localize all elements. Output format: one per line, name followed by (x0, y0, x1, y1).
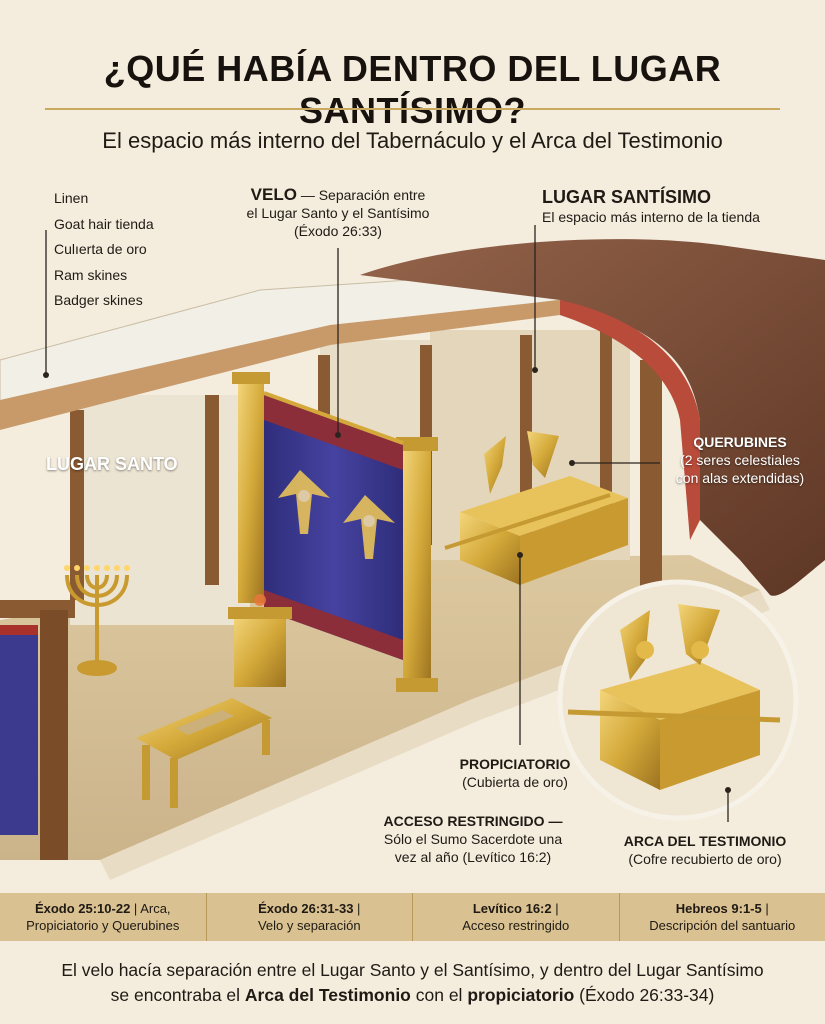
ark-desc: (Cofre recubierto de oro) (628, 851, 782, 867)
ark-inset (567, 604, 781, 790)
veil-label-desc3: (Éxodo 26:33) (294, 223, 382, 239)
roof-goat-hair (0, 300, 560, 430)
menorah-flames (64, 565, 130, 571)
veil-border-top (264, 395, 403, 470)
mercy-seat-name: PROPICIATORIO (459, 756, 571, 772)
reference-citation: Éxodo 25:10-22 (34, 901, 131, 916)
reference-item: Éxodo 25:10-22 | Arca, Propiciatorio y Q… (0, 893, 207, 941)
holy-place-label: LUGAR SANTO (46, 454, 178, 474)
covering-layers-list: Linen Goat hair tienda Culıerta de oro R… (54, 186, 154, 314)
page-title: ¿QUÉ HABÍA DENTRO DEL LUGAR SANTÍSIMO? (103, 48, 722, 131)
incense-altar (234, 615, 286, 687)
reference-item: Levítico 16:2 | Acceso restringido (413, 893, 620, 941)
veil-label-desc1: — Separación entre (296, 187, 426, 203)
leader-dots (43, 367, 731, 793)
layer-item-linen: Linen (54, 190, 89, 206)
restricted-access-name: ACCESO RESTRINGIDO — (383, 813, 563, 829)
holy-of-holies-label: LUGAR SANTÍSIMO El espacio más interno d… (542, 186, 812, 226)
layer-item-goat-hair: Goat hair tienda (54, 215, 154, 232)
cherubim-label: QUERUBINES (2 seres celestiales con alas… (660, 433, 820, 487)
reference-citation: Hebreos 9:1-5 (675, 901, 762, 916)
layer-item-gold-covering: Culıerta de oro (54, 241, 147, 257)
veil-label-name: VELO (250, 185, 297, 204)
page-subtitle: El espacio más interno del Tabernáculo y… (102, 128, 723, 153)
veil-label: VELO — Separación entre el Lugar Santo y… (228, 186, 448, 240)
references-bar: Éxodo 25:10-22 | Arca, Propiciatorio y Q… (0, 893, 825, 941)
reference-citation: Éxodo 26:31-33 (258, 901, 354, 916)
veil-border-bottom (264, 590, 403, 660)
restricted-access-label: ACCESO RESTRINGIDO — Sólo el Sumo Sacerd… (358, 812, 588, 866)
tabernacle-illustration (0, 225, 825, 880)
mercy-seat-label: PROPICIATORIO (Cubierta de oro) (410, 755, 620, 791)
veil-pillar-left (238, 378, 264, 603)
veil-label-desc2: el Lugar Santo y el Santísimo (246, 205, 430, 221)
leader-lines (45, 225, 729, 822)
cherubim-desc2: con alas extendidas) (675, 470, 805, 486)
ark-name: ARCA DEL TESTIMONIO (623, 833, 787, 849)
roof-ram-skins (560, 300, 700, 540)
title-divider (45, 108, 780, 110)
footer-caption: El velo hacía separación entre el Lugar … (20, 958, 805, 1008)
reference-citation: Levítico 16:2 (472, 901, 552, 916)
ark-in-tent (444, 431, 628, 585)
layer-item-ram-skins: Ram skines (54, 266, 128, 283)
tent-floor (0, 555, 760, 860)
restricted-access-desc1: Sólo el Sumo Sacerdote una (383, 831, 563, 847)
left-post (40, 610, 68, 860)
layer-item-badger-skins: Badger skines (54, 292, 143, 308)
reference-item: Hebreos 9:1-5 | Descripción del santuari… (649, 901, 796, 933)
veil-cherub-embroidery (278, 470, 395, 559)
cherubim-desc1: (2 seres celestiales (680, 452, 800, 468)
roof-badger-skins (360, 239, 825, 596)
cherubim-name: QUERUBINES (693, 434, 787, 450)
restricted-access-desc2: vez al año (Levítico 16:2) (394, 849, 552, 865)
ark-label: ARCA DEL TESTIMONIO (Cofre recubierto de… (600, 832, 810, 868)
showbread-table (136, 698, 272, 760)
veil-pillar-right (403, 445, 431, 685)
menorah (65, 574, 129, 676)
veil-curtain (264, 395, 403, 660)
mercy-seat-desc: (Cubierta de oro) (462, 774, 568, 790)
reference-item: Éxodo 26:31-33 | Velo y separación (207, 893, 413, 941)
holy-of-holies-desc: El espacio más interno de la tienda (542, 209, 760, 225)
holy-of-holies-name: LUGAR SANTÍSIMO (542, 187, 711, 207)
footer-line-1: El velo hacía separación entre el Lugar … (61, 960, 764, 980)
edge-curtain (0, 625, 38, 835)
footer-line-2: se encontraba el Arca del Testimonio con… (110, 985, 715, 1005)
